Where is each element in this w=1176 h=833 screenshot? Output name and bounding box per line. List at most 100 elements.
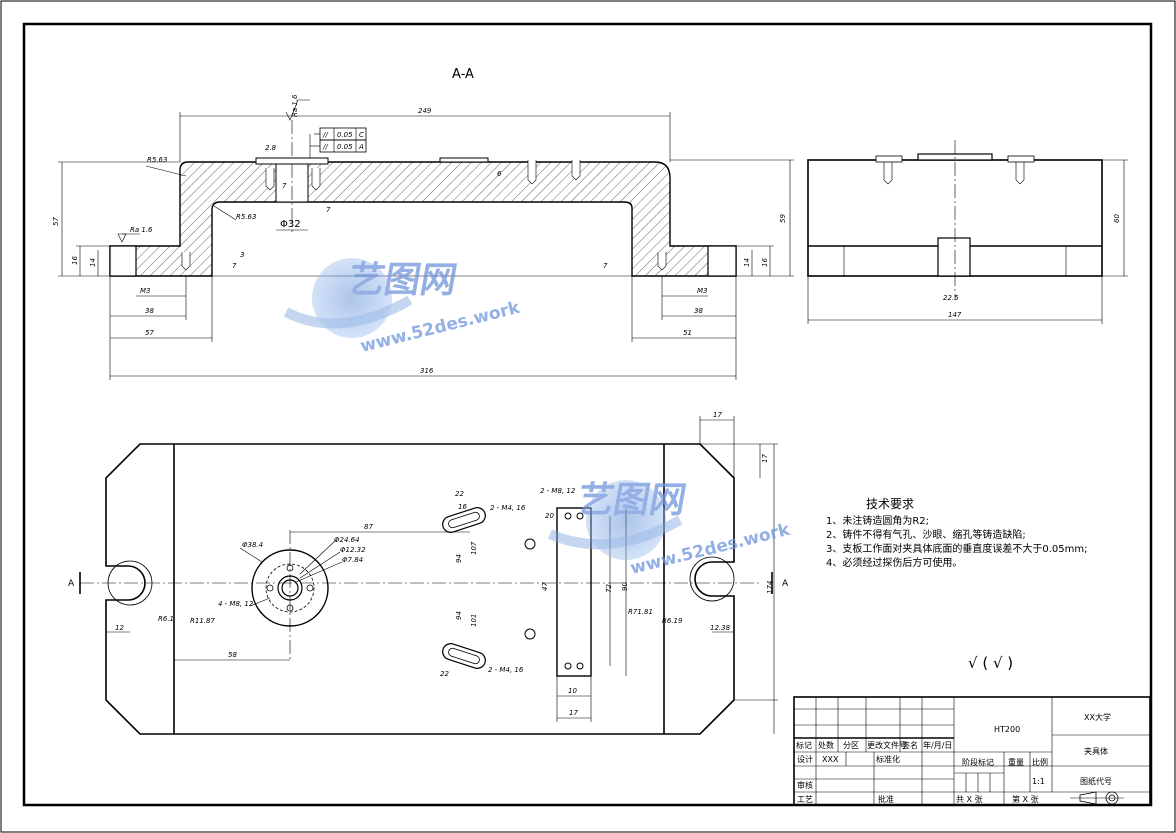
m8-callout: 4 - M8, 12: [218, 600, 254, 608]
inner-border: [22, 22, 1153, 807]
note-item-2: 2、铸件不得有气孔、沙眼、缩孔等铸造缺陷;: [826, 528, 1026, 541]
tb-material: HT200: [994, 725, 1020, 734]
watermark-brand-2: 艺图网: [574, 478, 689, 521]
top-dim-17-bot: 17: [569, 709, 578, 717]
top-dim-20: 20: [545, 512, 554, 520]
top-slot-callout: 2 - M4, 16: [490, 504, 526, 512]
tb-total-sheets: 共 X 张: [956, 795, 983, 804]
note-item-4: 4、必须经过探伤后方可使用。: [826, 556, 962, 569]
tb-designer: XXX: [822, 755, 839, 764]
top-dim-22: 22: [455, 490, 464, 498]
radius-6-left: R6.1: [158, 615, 174, 623]
top-dim-174: 174: [766, 581, 774, 594]
fillet-inner-label: R5.63: [236, 213, 256, 221]
top-dim-72: 72: [605, 584, 613, 593]
general-roughness: √ ( √ ): [968, 654, 1013, 672]
top-dim-90: 90: [621, 582, 629, 591]
section-view-a-a: A-A 249 316 57: [52, 67, 794, 380]
top-view: A A: [68, 411, 789, 735]
tb-school: XX大学: [1084, 712, 1111, 722]
projection-symbol-icon: [1070, 791, 1124, 805]
side-dim-slot: 22.5: [943, 294, 959, 302]
svg-text://: //: [322, 143, 328, 151]
support-plate: [556, 507, 592, 677]
dim-m3-left: M3: [140, 287, 151, 295]
phi-7: Φ7.84: [342, 556, 363, 564]
dim-12-right: 12.38: [710, 624, 731, 632]
top-dim-16: 16: [458, 503, 467, 511]
top-dim-47: 47: [541, 582, 549, 591]
notes-title: 技术要求: [866, 497, 914, 511]
radius-11: R11.87: [190, 617, 215, 625]
section-body: [109, 161, 737, 277]
note-item-3: 3、支板工作面对夹具体底面的垂直度误差不大于0.05mm;: [826, 542, 1087, 555]
dim-16-right: 16: [761, 258, 769, 267]
bore-diameter: Φ32: [280, 219, 301, 230]
dim-14-left: 14: [89, 258, 97, 267]
tb-design: 设计: [797, 754, 813, 764]
dim-7b: 7: [232, 262, 237, 270]
phi-38: Φ38.4: [242, 541, 263, 549]
tb-sheet-number: 第 X 张: [1012, 794, 1039, 804]
dim-7a: 7: [282, 182, 287, 190]
tb-standard: 标准化: [876, 754, 900, 764]
fillet-top-label: R5.63: [147, 156, 167, 164]
technical-requirements: 技术要求 1、未注铸造圆角为R2; 2、铸件不得有气孔、沙眼、缩孔等铸造缺陷; …: [826, 497, 1087, 672]
watermark-brand: 艺图网: [345, 258, 460, 301]
top-dim-94b: 94: [455, 611, 463, 620]
tb-stage: 阶段标记: [962, 757, 994, 767]
roughness-left: Ra 1.6: [130, 226, 153, 234]
top-dim-107: 107: [470, 541, 478, 555]
top-dim-94a: 94: [455, 554, 463, 563]
phi-24: Φ24.64: [334, 536, 360, 544]
bottom-slot-callout: 2 - M4, 16: [488, 666, 524, 674]
watermark-globe-icon-2: [586, 480, 666, 560]
tb-h-mark: 标记: [796, 740, 812, 750]
dim-38-left: 38: [145, 307, 154, 315]
top-dim-17-side: 17: [761, 454, 769, 463]
dim-57-left: 57: [145, 329, 154, 337]
top-dim-10: 10: [568, 687, 577, 695]
tb-h-zone: 分区: [843, 741, 859, 750]
top-dim-17: 17: [713, 411, 722, 419]
tol1-value: 0.05: [337, 131, 353, 139]
dim-7d: 7: [326, 206, 331, 214]
tb-h-count: 处数: [818, 740, 834, 750]
dim-3: 3: [240, 251, 244, 259]
tb-h-date: 年/月/日: [923, 740, 952, 750]
tb-review: 审核: [797, 780, 813, 790]
top-dim-101: 101: [470, 614, 478, 627]
watermark-2: 艺图网 www.52des.work: [548, 478, 793, 579]
section-marker-left: A: [68, 579, 75, 589]
dim-m3-right: M3: [697, 287, 708, 295]
tb-part-name: 夹具体: [1084, 746, 1108, 756]
side-dim-60: 60: [1113, 214, 1121, 223]
angled-slots: [442, 507, 536, 669]
dim-51-right: 51: [683, 329, 692, 337]
tb-scale-value: 1:1: [1032, 777, 1045, 786]
dim-16-left: 16: [71, 256, 79, 265]
tb-weight: 重量: [1008, 757, 1024, 767]
top-dim-58: 58: [228, 651, 237, 659]
tol2-datum: A: [358, 143, 364, 151]
flange-boss: [239, 530, 343, 660]
tolerance-frames: // 0.05 C // 0.05 A: [309, 127, 367, 158]
dim-6: 6: [497, 170, 502, 178]
dim-14-right: 14: [743, 258, 751, 267]
note-item-1: 1、未注铸造圆角为R2;: [826, 514, 929, 527]
roughness-top: Ra 1.6: [291, 94, 299, 117]
dim-38-right: 38: [694, 307, 703, 315]
tb-approve: 批准: [878, 794, 894, 804]
watermark-globe-icon: [312, 258, 392, 338]
radius-6-right: R6.19: [662, 617, 683, 625]
phi-12: Φ12.32: [340, 546, 366, 554]
dim-316: 316: [420, 367, 434, 375]
svg-text://: //: [322, 131, 328, 139]
side-dim-147: 147: [948, 311, 962, 319]
top-dim-22-bot: 22: [440, 670, 449, 678]
tol2-value: 0.05: [337, 143, 353, 151]
section-title: A-A: [452, 67, 474, 82]
top-dim-87: 87: [364, 523, 373, 531]
